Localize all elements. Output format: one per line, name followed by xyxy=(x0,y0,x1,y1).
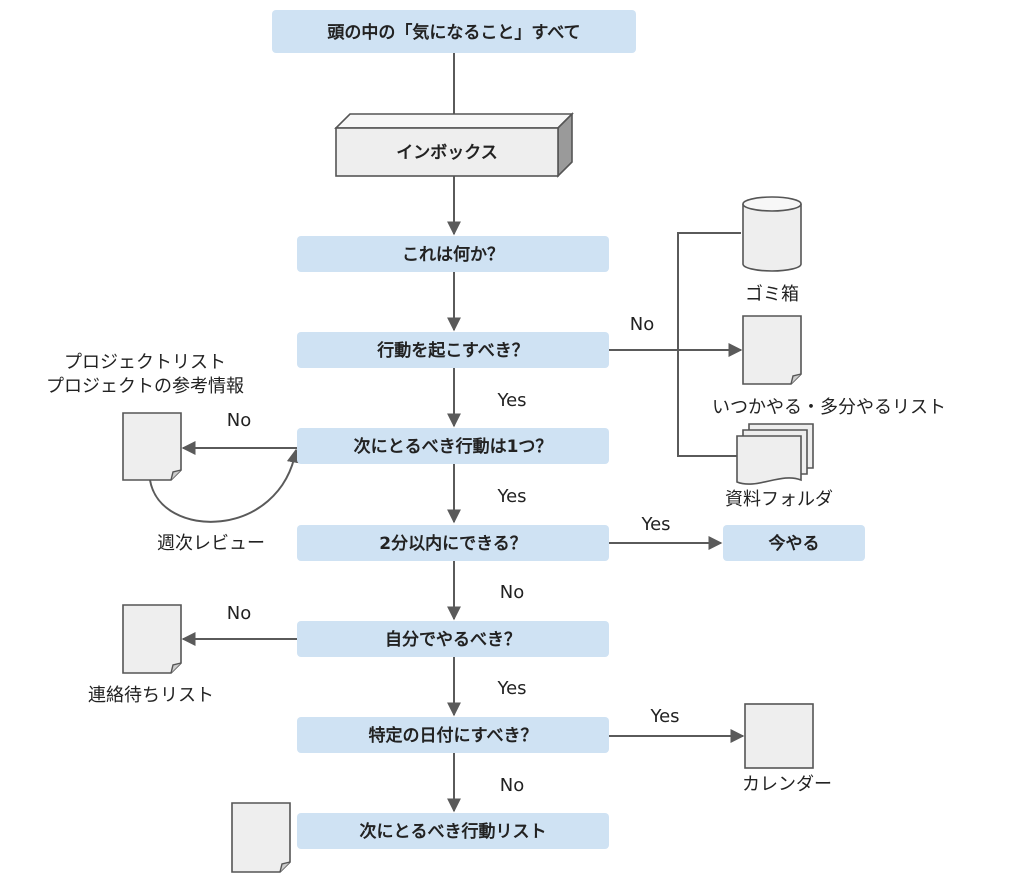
waiting-for-document-icon xyxy=(122,604,182,674)
do-now-label: 今やる xyxy=(769,533,820,554)
edge-label-self-no: No xyxy=(227,603,251,624)
project-list-label-line1: プロジェクトリスト xyxy=(64,352,226,373)
what-label: これは何か？ xyxy=(402,244,504,265)
what-node: これは何か？ xyxy=(297,236,609,272)
edge-label-single-yes: Yes xyxy=(496,486,526,507)
edge-trash-branch xyxy=(677,232,741,457)
trash-label: ゴミ箱 xyxy=(745,284,799,305)
connectors xyxy=(149,53,745,813)
edge-label-self-yes: Yes xyxy=(496,678,526,699)
start-node: 頭の中の「気になること」すべて xyxy=(272,10,636,53)
edge-label-twomin-no: No xyxy=(500,582,524,603)
calendar-label: カレンダー xyxy=(742,774,832,795)
reference-multidoc-icon xyxy=(736,423,814,485)
next-actions-document-icon xyxy=(231,802,291,873)
edge-label-action-no: No xyxy=(630,314,654,335)
someday-label: いつかやる・多分やるリスト xyxy=(712,397,946,418)
project-list-label-line2: プロジェクトの参考情報 xyxy=(46,376,244,397)
single-action-node: 次にとるべき行動は1つ？ xyxy=(297,428,609,464)
self-node: 自分でやるべき？ xyxy=(297,621,609,657)
two-minute-node: 2分以内にできる？ xyxy=(297,525,609,561)
edge-label-action-yes: Yes xyxy=(496,390,526,411)
single-action-label: 次にとるべき行動は1つ？ xyxy=(354,436,553,457)
edge-label-single-no: No xyxy=(227,410,251,431)
self-label: 自分でやるべき？ xyxy=(385,629,521,650)
weekly-review-label: 週次レビュー xyxy=(157,533,265,554)
date-label: 特定の日付にすべき？ xyxy=(369,725,538,746)
calendar-square-icon xyxy=(744,703,814,769)
action-label: 行動を起こすべき？ xyxy=(376,340,528,361)
inbox-label: インボックス xyxy=(396,143,498,163)
edge-label-date-no: No xyxy=(500,775,524,796)
project-list-document-icon xyxy=(122,412,182,481)
waiting-for-label: 連絡待ちリスト xyxy=(88,685,214,706)
next-actions-label: 次にとるべき行動リスト xyxy=(360,821,547,842)
edge-weekly-review xyxy=(149,448,301,523)
action-node: 行動を起こすべき？ xyxy=(297,332,609,368)
start-label: 頭の中の「気になること」すべて xyxy=(327,22,580,43)
two-minute-label: 2分以内にできる？ xyxy=(379,533,527,554)
trash-cylinder-icon xyxy=(742,196,802,272)
date-node: 特定の日付にすべき？ xyxy=(297,717,609,753)
edge-label-twomin-yes: Yes xyxy=(640,514,670,535)
edge-label-date-yes: Yes xyxy=(649,706,679,727)
next-actions-node: 次にとるべき行動リスト xyxy=(297,813,609,849)
do-now-node: 今やる xyxy=(723,525,865,561)
inbox-node: インボックス xyxy=(334,112,574,178)
someday-document-icon xyxy=(742,315,802,385)
reference-label: 資料フォルダ xyxy=(725,489,833,510)
